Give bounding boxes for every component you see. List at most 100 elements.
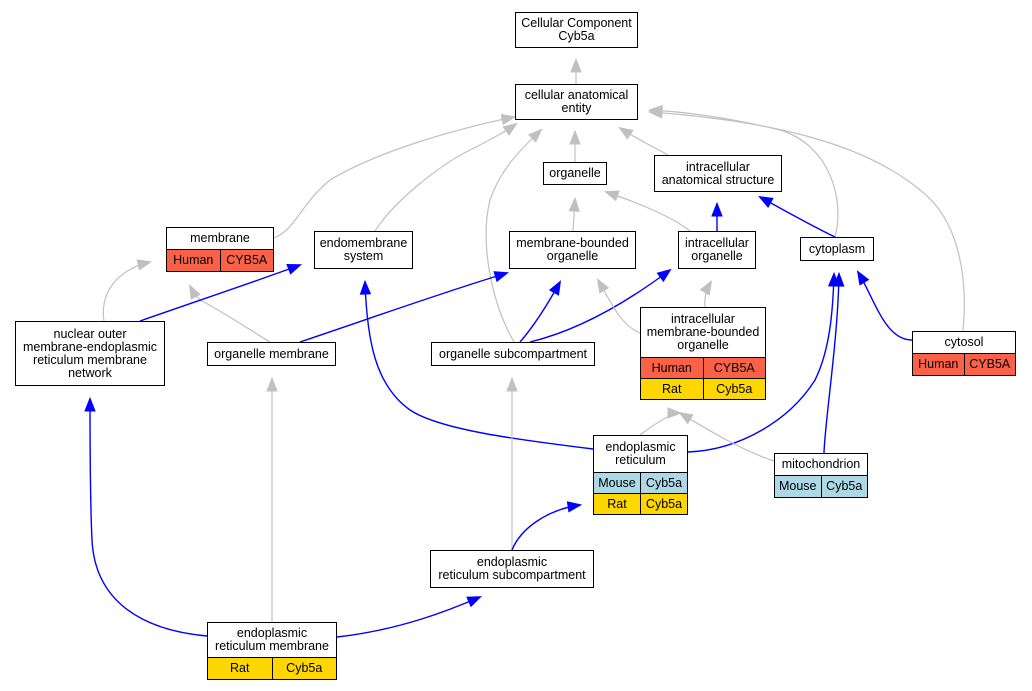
edge-line <box>299 272 508 343</box>
edge-membrane-to-cae <box>273 113 517 239</box>
gene-row: Rat Cyb5a <box>641 378 765 399</box>
edge-arrowhead <box>359 279 372 295</box>
gene-row: Rat Cyb5a <box>594 493 687 514</box>
node-nuclear-outer-membrane-er-network[interactable]: nuclear outer membrane-endoplasmic retic… <box>15 321 165 386</box>
node-membrane[interactable]: membrane Human CYB5A <box>166 227 274 272</box>
edge-line <box>374 123 517 232</box>
node-label: endoplasmic reticulum <box>605 440 676 467</box>
edge-line <box>605 191 691 232</box>
gene-cell: CYB5A <box>219 250 273 271</box>
node-intracellular-membrane-bounded-organelle[interactable]: intracellular membrane-bounded organelle… <box>640 307 766 400</box>
edge-ermem-to-ersub <box>336 596 482 638</box>
node-label: organelle membrane <box>214 346 329 361</box>
node-organelle-subcompartment[interactable]: organelle subcompartment <box>431 342 595 366</box>
node-endoplasmic-reticulum-subcompartment[interactable]: endoplasmic reticulum subcompartment <box>430 550 594 588</box>
edge-arrowhead <box>548 280 562 296</box>
edge-ermem-to-nomer <box>84 396 208 637</box>
edge-ersub-to-er <box>511 501 583 551</box>
edge-arrowhead <box>596 278 610 294</box>
edge-cytosol-to-cytoplasm <box>856 270 913 341</box>
edge-arrowhead <box>136 259 153 271</box>
edge-arrowhead <box>500 113 517 126</box>
species-cell: Rat <box>208 658 272 679</box>
node-label: nuclear outer membrane-endoplasmic retic… <box>22 326 158 380</box>
edge-line <box>89 398 208 637</box>
edge-line <box>759 196 836 238</box>
node-organelle[interactable]: organelle <box>543 162 607 185</box>
gene-row: Rat Cyb5a <box>208 657 336 679</box>
edge-cytoplasm-to-ias <box>758 195 836 238</box>
edge-line <box>639 412 681 436</box>
edge-imbo-to-mbo <box>596 278 641 334</box>
edge-arrowhead <box>618 126 634 140</box>
edge-line <box>529 269 671 343</box>
node-label: intracellular organelle <box>685 236 749 263</box>
edge-arrowhead <box>566 501 583 513</box>
node-label: membrane-bounded organelle <box>516 236 629 263</box>
gene-cell: Cyb5a <box>702 379 765 399</box>
edge-arrowhead <box>527 128 543 143</box>
species-cell: Mouse <box>775 476 821 497</box>
node-endomembrane-system[interactable]: endomembrane system <box>314 231 413 269</box>
gene-cell: CYB5A <box>702 358 765 378</box>
node-label: membrane <box>190 231 250 245</box>
node-cellular-anatomical-entity[interactable]: cellular anatomical entity <box>515 84 638 120</box>
edge-arrowhead <box>84 396 96 412</box>
edge-arrowhead <box>506 376 518 392</box>
node-label: cellular anatomical entity <box>524 88 629 115</box>
node-label: endoplasmic reticulum subcompartment <box>438 555 586 582</box>
edge-mbo-to-organelle <box>568 196 580 232</box>
species-cell: Human <box>913 354 964 375</box>
edge-orgsub-to-mbo <box>519 280 562 343</box>
edge-ersub-to-orgsub <box>506 376 518 550</box>
species-cell: Mouse <box>594 473 640 493</box>
gene-cell: Cyb5a <box>820 476 867 497</box>
node-cytosol[interactable]: cytosol Human CYB5A <box>912 331 1016 376</box>
edge-orgsub-to-cae <box>485 128 543 343</box>
species-cell: Rat <box>594 494 640 514</box>
gene-row: Mouse Cyb5a <box>775 475 867 497</box>
edge-line <box>139 264 301 322</box>
edge-arrowhead <box>466 596 482 608</box>
edge-arrowhead <box>570 57 582 73</box>
edge-mito-to-imbo <box>678 411 775 462</box>
node-label: intracellular membrane-bounded organelle <box>646 312 760 352</box>
node-intracellular-anatomical-structure[interactable]: intracellular anatomical structure <box>654 155 782 192</box>
gene-cell: CYB5A <box>963 354 1015 375</box>
node-intracellular-organelle[interactable]: intracellular organelle <box>678 231 756 269</box>
node-label: endoplasmic reticulum membrane <box>215 626 329 653</box>
edge-arrowhead <box>493 271 510 283</box>
edge-io-to-organelle <box>603 190 691 232</box>
edge-line <box>364 281 594 450</box>
edge-arrowhead <box>286 264 303 275</box>
edges <box>84 57 965 638</box>
edge-orgmem-to-membrane <box>188 284 271 343</box>
node-label: cytoplasm <box>808 241 866 256</box>
gene-row: Human CYB5A <box>641 357 765 378</box>
edge-line <box>102 261 151 322</box>
gene-row: Human CYB5A <box>913 353 1015 375</box>
edge-orgmem-to-mbo <box>299 271 510 343</box>
edge-arrowhead <box>188 284 201 300</box>
edge-line <box>649 111 965 332</box>
gene-cell: Cyb5a <box>640 473 687 493</box>
node-endoplasmic-reticulum[interactable]: endoplasmic reticulum Mouse Cyb5a Rat Cy… <box>593 435 688 515</box>
edge-arrowhead <box>856 270 870 286</box>
edge-line <box>485 129 542 343</box>
node-mitochondrion[interactable]: mitochondrion Mouse Cyb5a <box>774 453 868 498</box>
node-organelle-membrane[interactable]: organelle membrane <box>207 342 336 366</box>
edge-arrowhead <box>266 376 278 392</box>
edge-er-to-endomembrane <box>359 279 594 450</box>
edge-arrowhead <box>603 190 620 202</box>
edge-line <box>189 285 271 343</box>
node-membrane-bounded-organelle[interactable]: membrane-bounded organelle <box>509 231 636 269</box>
edge-line <box>687 273 835 453</box>
node-cytoplasm[interactable]: cytoplasm <box>800 237 874 261</box>
gene-cell: Cyb5a <box>271 658 336 679</box>
edge-arrowhead <box>667 407 683 419</box>
node-cellular-component[interactable]: Cellular Component Cyb5a <box>515 12 638 48</box>
edge-io-to-ias <box>711 201 723 231</box>
node-label: cytosol <box>944 335 984 349</box>
node-endoplasmic-reticulum-membrane[interactable]: endoplasmic reticulum membrane Rat Cyb5a <box>207 622 337 680</box>
